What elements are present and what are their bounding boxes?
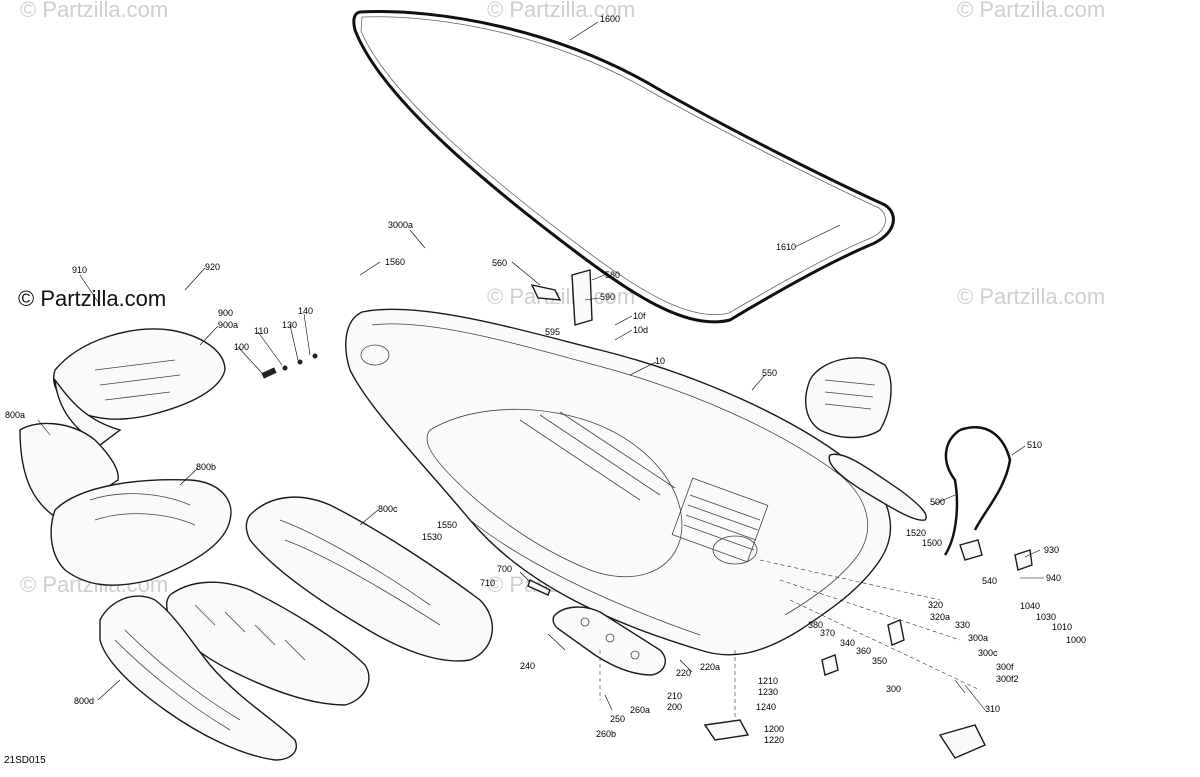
callout: 10d <box>633 325 648 335</box>
watermark: © Partzilla.com <box>487 0 635 22</box>
callout: 560 <box>492 258 507 268</box>
callout: 900a <box>218 320 238 330</box>
callout: 1600 <box>600 14 620 24</box>
callout: 340 <box>840 638 855 648</box>
foam-block-800d <box>99 595 297 761</box>
callout: 1230 <box>758 687 778 697</box>
callout: 510 <box>1027 440 1042 450</box>
callout: 1010 <box>1052 622 1072 632</box>
callout: 380 <box>808 620 823 630</box>
callout: 300c <box>978 648 998 658</box>
bracket-310 <box>938 724 986 759</box>
callout: 1550 <box>437 520 457 530</box>
callout: 940 <box>1046 573 1061 583</box>
callout: 1610 <box>776 242 796 252</box>
bracket-340 <box>821 654 839 676</box>
watermark: © Partzilla.com <box>957 284 1105 309</box>
callout: 360 <box>856 646 871 656</box>
partzilla-logo: © Partzilla.com <box>18 286 166 311</box>
callout: 250 <box>610 714 625 724</box>
callout: 240 <box>520 661 535 671</box>
callout: 300f2 <box>996 674 1019 684</box>
watermark: © Partzilla.com <box>487 284 635 309</box>
callout: 1220 <box>764 735 784 745</box>
callout: 1210 <box>758 676 778 686</box>
bracket-300 <box>887 619 905 646</box>
callout: 350 <box>872 656 887 666</box>
watermark: © Partzilla.com <box>957 0 1105 22</box>
callout: 800a <box>5 410 25 420</box>
callout: 100 <box>234 342 249 352</box>
callout: 300f <box>996 662 1014 672</box>
rear-storage-bin <box>804 357 892 439</box>
side-rail <box>828 453 927 521</box>
callout: 700 <box>497 564 512 574</box>
floor-panel-800b <box>50 479 232 586</box>
leader-lines <box>37 21 1044 711</box>
assembly-lines <box>599 559 981 720</box>
callout: 800c <box>378 504 398 514</box>
callout: 540 <box>982 576 997 586</box>
callout: 1530 <box>422 532 442 542</box>
bilge-hose <box>943 426 1012 556</box>
callout: 1500 <box>922 538 942 548</box>
callout: 210 <box>667 691 682 701</box>
diagram-code: 21SD015 <box>4 755 46 766</box>
callout: 710 <box>480 578 495 588</box>
callout: 1520 <box>906 528 926 538</box>
callout: 500 <box>930 497 945 507</box>
callout: 3000a <box>388 220 413 230</box>
callout: 1200 <box>764 724 784 734</box>
ride-plate <box>552 606 666 676</box>
callout: 300a <box>968 633 988 643</box>
bracket-560 <box>530 284 562 301</box>
callout: 1240 <box>756 702 776 712</box>
callout: 260a <box>630 705 650 715</box>
callout: 260b <box>596 729 616 739</box>
callout: 1030 <box>1036 612 1056 622</box>
callout: 370 <box>820 628 835 638</box>
callout: 800b <box>196 462 216 472</box>
callout: 920 <box>205 262 220 272</box>
bracket-580 <box>571 269 593 326</box>
callout: 930 <box>1044 545 1059 555</box>
latch-700 <box>527 579 551 596</box>
callout: 10f <box>633 311 646 321</box>
callout: 110 <box>254 326 268 336</box>
bracket-1200 <box>703 719 750 741</box>
hull-seal-ring <box>352 10 895 324</box>
callout: 320a <box>930 612 950 622</box>
hull-body <box>345 308 892 656</box>
bracket-540 <box>959 539 983 561</box>
callout: 300 <box>886 684 901 694</box>
bracket-930 <box>1014 549 1033 571</box>
callout: 1040 <box>1020 601 1040 611</box>
callout: 590 <box>600 292 615 302</box>
callout: 140 <box>298 306 313 316</box>
callout: 330 <box>955 620 970 630</box>
callout: 900 <box>218 308 233 318</box>
callout: 595 <box>545 327 560 337</box>
fasteners-100-140 <box>261 353 318 379</box>
callout: 910 <box>72 265 87 275</box>
callout-labels: 1600 1610 3000a 1560 560 580 590 595 10f… <box>5 14 1086 745</box>
callout: 1560 <box>385 257 405 267</box>
watermark: © Partzilla.com <box>20 0 168 22</box>
callout: 220a <box>700 662 720 672</box>
callout: 1000 <box>1066 635 1086 645</box>
callout: 550 <box>762 368 777 378</box>
callout: 220 <box>676 668 691 678</box>
callout: 580 <box>605 270 620 280</box>
callout: 800d <box>74 696 94 706</box>
front-storage-tray <box>53 328 226 446</box>
callout: 10 <box>655 356 665 366</box>
foam-block-800c <box>245 496 494 662</box>
callout: 310 <box>985 704 1000 714</box>
callout: 200 <box>667 702 682 712</box>
callout: 320 <box>928 600 943 610</box>
callout: 130 <box>282 320 297 330</box>
